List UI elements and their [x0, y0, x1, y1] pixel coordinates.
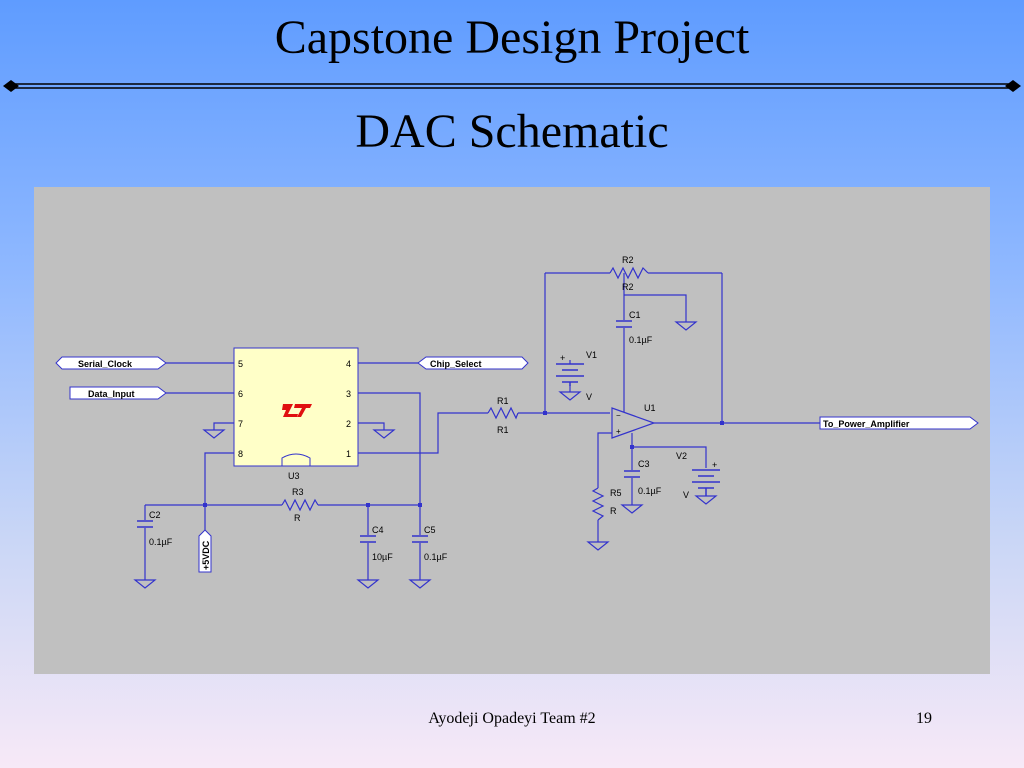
port-to-power-amplifier-label: To_Power_Amplifier: [823, 419, 910, 429]
u3-pin-5: 5: [238, 359, 243, 369]
resistor-r2: [609, 266, 649, 280]
r2-value: R2: [622, 282, 634, 292]
svg-text:+: +: [560, 353, 565, 363]
port-serial-clock: [55, 356, 167, 370]
lt-logo-icon: [282, 404, 312, 417]
opamp-u1: [611, 407, 656, 439]
u3-pin-3: 3: [346, 389, 351, 399]
u3-pin-7: 7: [238, 419, 243, 429]
c1-value: 0.1µF: [629, 335, 653, 345]
v1-ref: V1: [586, 350, 597, 360]
r1-value: R1: [497, 425, 509, 435]
footer-author: Ayodeji Opadeyi Team #2: [428, 710, 596, 727]
c1-ref: C1: [629, 310, 641, 320]
port-to-power-amplifier: [819, 416, 979, 430]
ground-icon: [620, 504, 644, 514]
v2-ref: V2: [676, 451, 687, 461]
chip-notch: [281, 453, 311, 466]
ground-icon: [694, 495, 718, 505]
capacitor-c3: [624, 470, 640, 478]
svg-text:−: −: [616, 411, 621, 420]
battery-v1: [556, 363, 584, 386]
v1-value: V: [586, 392, 592, 402]
port-supply: [198, 529, 212, 573]
u3-pin-2: 2: [346, 419, 351, 429]
junction-dot: [366, 503, 370, 507]
u3-ref: U3: [288, 471, 300, 481]
port-data-input: [69, 386, 167, 400]
port-data-input-label: Data_Input: [88, 389, 135, 399]
divider-diamond-left: [3, 80, 19, 92]
title-divider: [3, 80, 1021, 92]
c3-value: 0.1µF: [638, 486, 662, 496]
c4-ref: C4: [372, 525, 384, 535]
capacitor-c4: [360, 535, 376, 543]
port-chip-select: [417, 356, 529, 370]
v2-value: V: [683, 490, 689, 500]
ground-icon: [674, 321, 698, 331]
c2-value: 0.1µF: [149, 537, 173, 547]
slide-subtitle: DAC Schematic: [355, 105, 669, 158]
u1-ref: U1: [644, 403, 656, 413]
port-chip-select-label: Chip_Select: [430, 359, 482, 369]
battery-v2: [692, 469, 720, 496]
ground-icon: [202, 429, 226, 439]
schematic-panel: + + − + 5 6 7 8 4 3 2 1 U3 S: [34, 187, 990, 674]
junction-dot: [720, 421, 724, 425]
u3-pin-4: 4: [346, 359, 351, 369]
c3-ref: C3: [638, 459, 650, 469]
u3-pin-1: 1: [346, 449, 351, 459]
c2-ref: C2: [149, 510, 161, 520]
port-supply-label: +5VDC: [201, 540, 211, 570]
r1-ref: R1: [497, 396, 509, 406]
resistor-r5: [591, 487, 605, 521]
c5-value: 0.1µF: [424, 552, 448, 562]
ground-icon: [356, 579, 380, 589]
r2-ref: R2: [622, 255, 634, 265]
svg-text:+: +: [712, 460, 717, 470]
capacitor-c5: [412, 535, 428, 543]
capacitor-c1: [616, 320, 632, 328]
r3-value: R: [294, 513, 301, 523]
junction-dot: [543, 411, 547, 415]
dac-schematic: + + − + 5 6 7 8 4 3 2 1 U3 S: [55, 255, 979, 589]
page-number: 19: [916, 710, 932, 727]
u3-pin-6: 6: [238, 389, 243, 399]
c5-ref: C5: [424, 525, 436, 535]
svg-text:+: +: [616, 427, 621, 436]
ground-icon: [372, 429, 396, 439]
ground-icon: [586, 541, 610, 551]
capacitor-c2: [137, 520, 153, 528]
c4-value: 10µF: [372, 552, 393, 562]
resistor-r1: [487, 406, 519, 420]
ground-icon: [133, 579, 157, 589]
u3-pin-8: 8: [238, 449, 243, 459]
junction-dot: [630, 445, 634, 449]
junction-dot: [203, 503, 207, 507]
port-serial-clock-label: Serial_Clock: [78, 359, 133, 369]
ground-icon: [408, 579, 432, 589]
divider-diamond-right: [1005, 80, 1021, 92]
r5-value: R: [610, 506, 617, 516]
ground-icon: [558, 391, 582, 401]
junction-dot: [418, 503, 422, 507]
r3-ref: R3: [292, 487, 304, 497]
slide-title: Capstone Design Project: [274, 11, 750, 64]
r5-ref: R5: [610, 488, 622, 498]
resistor-r3: [281, 498, 319, 512]
